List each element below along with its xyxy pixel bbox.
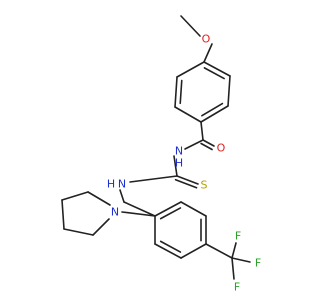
bond-5 xyxy=(200,105,229,123)
bond-7 xyxy=(174,76,178,108)
bond-24 xyxy=(180,243,207,259)
bond-33 xyxy=(231,257,251,263)
bond-18 xyxy=(176,175,199,185)
bond-30 xyxy=(123,201,156,217)
methoxy-oxygen-label: O xyxy=(202,33,211,46)
bond-22 xyxy=(180,201,207,217)
bond-20 xyxy=(119,189,125,203)
bond-1 xyxy=(180,15,201,37)
bond-12 xyxy=(200,121,204,141)
thioamide-nitrogen-label: N xyxy=(118,178,126,191)
bond-8 xyxy=(176,61,205,78)
bond-16 xyxy=(173,155,178,177)
bond-14 xyxy=(200,142,213,151)
bond-3 xyxy=(203,61,231,77)
bond-25 xyxy=(154,243,182,259)
bond-15 xyxy=(184,139,204,150)
pyrrolidine-nitrogen-label: N xyxy=(111,206,119,219)
fluorine-top-label: F xyxy=(235,230,241,243)
bond-9 xyxy=(203,67,225,80)
bond-39 xyxy=(63,228,94,236)
bond-6 xyxy=(174,106,202,123)
bond-35 xyxy=(121,211,156,217)
bond-layer xyxy=(61,15,251,280)
bond-11 xyxy=(179,79,183,105)
bond-10 xyxy=(201,102,224,117)
thione-sulfur-label: S xyxy=(201,179,208,192)
amide-hydrogen-label: H xyxy=(175,157,183,170)
bond-21 xyxy=(154,201,182,217)
bond-40 xyxy=(92,218,110,236)
bond-34 xyxy=(231,257,235,280)
bond-38 xyxy=(61,199,65,230)
amide-nitrogen-label: N xyxy=(175,145,183,158)
bond-13 xyxy=(202,139,215,147)
bond-37 xyxy=(61,191,89,201)
atom-label-layer: O O N H N H S N F F F xyxy=(107,33,261,294)
bond-36 xyxy=(87,191,111,206)
bond-19 xyxy=(174,178,198,189)
bond-31 xyxy=(205,243,233,259)
fluorine-right-label: F xyxy=(255,257,261,270)
thioamide-hydrogen-label: H xyxy=(107,178,115,191)
carbonyl-oxygen-label: O xyxy=(217,142,226,155)
bond-29 xyxy=(159,240,182,253)
bond-2 xyxy=(203,43,213,63)
bond-32 xyxy=(231,242,237,259)
bond-17 xyxy=(129,175,178,183)
bond-27 xyxy=(159,207,182,220)
fluorine-bottom-label: F xyxy=(234,281,240,294)
molecule-structure: O O N H N H S N F F F xyxy=(61,15,261,294)
bond-4 xyxy=(227,75,231,107)
